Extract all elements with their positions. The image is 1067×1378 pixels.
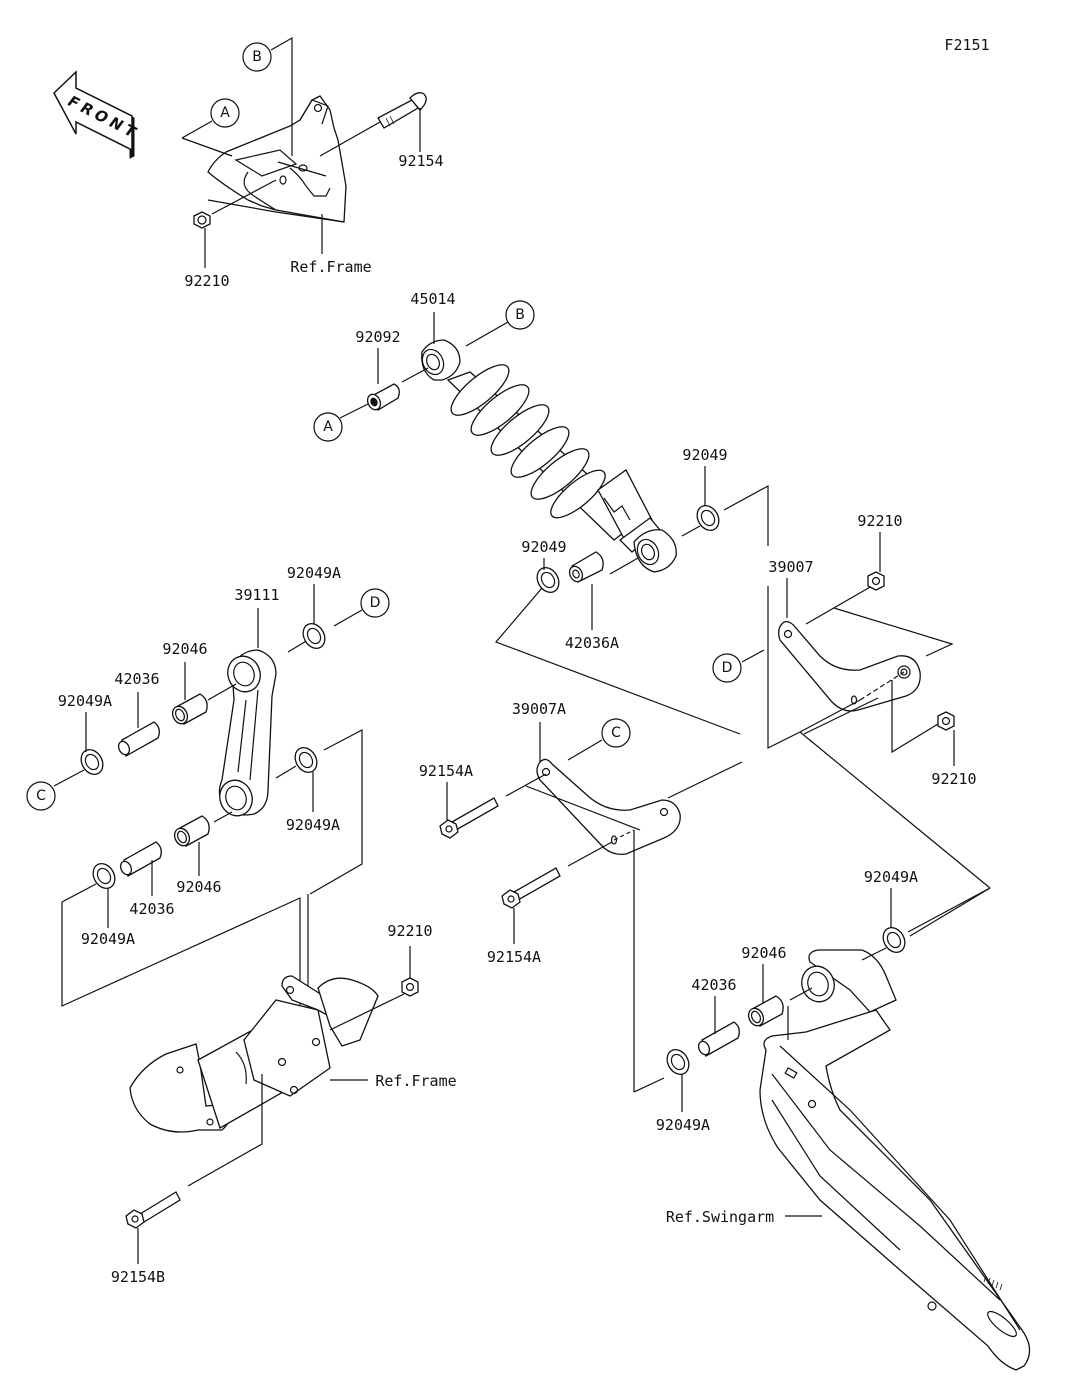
seal-92049a-rocker-left-icon — [53, 749, 104, 787]
part-label-42036-bottom: 42036 — [129, 900, 174, 918]
seal-92049-lower-icon — [536, 567, 560, 593]
bolt-92154-icon — [319, 92, 427, 157]
part-label-92049a-rocker-left: 92049A — [58, 692, 112, 710]
bolt-92154a-bottom-icon — [501, 841, 613, 909]
seal-92049a-rocker-right-icon — [275, 729, 363, 895]
part-label-92049-right: 92049 — [682, 446, 727, 464]
part-label-39111: 39111 — [234, 586, 279, 604]
swingarm-icon — [759, 949, 1031, 1371]
marker-c-link-label: C — [36, 788, 46, 804]
marker-b-shock-label: B — [515, 307, 525, 323]
marker-c-rod — [601, 718, 631, 748]
part-label-39007a: 39007A — [512, 700, 566, 718]
seal-92049a-swing-top-icon — [861, 887, 991, 961]
part-label-92046-top: 92046 — [162, 640, 207, 658]
bolt-92154a-top-icon — [439, 773, 547, 839]
marker-a-top — [210, 98, 240, 128]
nut-92210-frame-icon — [329, 977, 419, 1031]
nut-92210-icon — [193, 179, 277, 229]
marker-b-top-label: B — [252, 49, 262, 65]
marker-a-shock — [313, 412, 343, 442]
part-label-92049a-swing-top: 92049A — [864, 868, 918, 886]
collar-42036a-icon — [568, 551, 639, 583]
part-label-92210-rod-upper: 92210 — [857, 512, 902, 530]
marker-d-rod — [712, 653, 742, 683]
nut-92210-rod-upper-icon — [805, 571, 954, 657]
ref-frame-top: Ref.Frame — [290, 258, 371, 276]
marker-d-link-label: D — [370, 595, 381, 611]
needle-bearing-92046-top-icon — [171, 683, 237, 725]
tie-rod-39007a-icon — [536, 758, 681, 856]
part-label-42036a: 42036A — [565, 634, 619, 652]
part-label-39007: 39007 — [768, 558, 813, 576]
part-label-92210-rod-lower: 92210 — [931, 770, 976, 788]
part-label-92154b: 92154B — [111, 1268, 165, 1286]
marker-c-link — [26, 781, 56, 811]
part-label-92210-frame: 92210 — [387, 922, 432, 940]
frame-lower-mount — [129, 975, 379, 1133]
part-label-92049a-swing-bottom: 92049A — [656, 1116, 710, 1134]
rocker-arm-39111-icon — [218, 649, 277, 817]
seal-92049a-rocker-top-icon — [287, 609, 363, 653]
marker-d-link — [360, 588, 390, 618]
part-label-92154a-bottom: 92154A — [487, 948, 541, 966]
part-label-45014: 45014 — [410, 290, 455, 308]
marker-c-rod-label: C — [611, 725, 621, 741]
marker-b-top — [242, 42, 272, 72]
part-label-92049a-rocker-bottom-left: 92049A — [81, 930, 135, 948]
part-label-92049a-rocker-right: 92049A — [286, 816, 340, 834]
collar-42036-bottom-icon — [119, 841, 162, 877]
bolt-92154b-icon — [125, 1074, 263, 1229]
collar-42036-top-icon — [117, 721, 160, 757]
part-label-92046-swing: 92046 — [741, 944, 786, 962]
bush-92092-icon — [366, 367, 429, 411]
marker-a-shock-label: A — [323, 419, 333, 435]
front-arrow-icon: FRONT — [53, 70, 143, 159]
ref-swingarm: Ref.Swingarm — [666, 1208, 774, 1226]
marker-b-shock — [505, 300, 535, 330]
seal-92049a-swing-bottom-icon — [666, 1049, 690, 1075]
part-label-42036-swing: 42036 — [691, 976, 736, 994]
shock-absorber-45014-icon — [421, 339, 677, 573]
figure-code: F2151 — [944, 36, 989, 54]
frame-bracket-top — [207, 95, 347, 223]
part-label-92049-lower: 92049 — [521, 538, 566, 556]
part-label-92154a-top: 92154A — [419, 762, 473, 780]
needle-bearing-92046-bottom-icon — [173, 811, 233, 847]
tie-rod-39007-icon — [778, 620, 921, 712]
marker-a-top-label: A — [220, 105, 230, 121]
part-label-42036-top: 42036 — [114, 670, 159, 688]
part-label-92210-top: 92210 — [184, 272, 229, 290]
marker-d-rod-label: D — [722, 660, 733, 676]
part-label-92049a-rocker-top: 92049A — [287, 564, 341, 582]
needle-bearing-92046-swing-icon — [747, 987, 813, 1027]
seal-92049a-rocker-bottom-left-icon — [61, 863, 301, 1066]
part-label-92154: 92154 — [398, 152, 443, 170]
nut-92210-rod-lower-icon — [891, 680, 955, 754]
ref-frame-bottom: Ref.Frame — [375, 1072, 456, 1090]
seal-92049-right-icon — [681, 505, 720, 537]
collar-42036-swing-icon — [697, 1021, 740, 1057]
part-label-92092: 92092 — [355, 328, 400, 346]
part-label-92046-bottom: 92046 — [176, 878, 221, 896]
